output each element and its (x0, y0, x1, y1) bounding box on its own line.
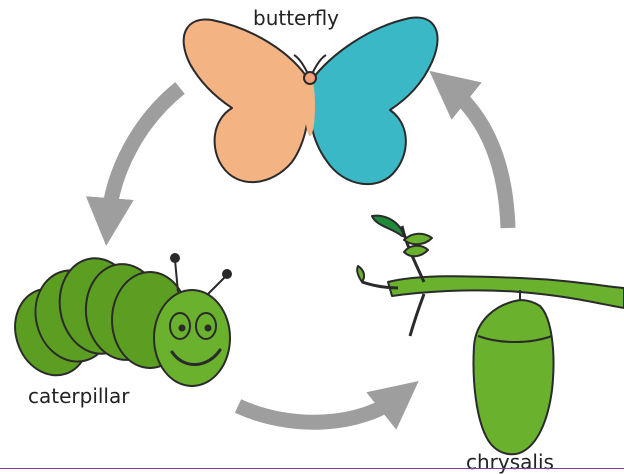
butterfly-head (304, 72, 316, 84)
chrysalis-icon (474, 290, 554, 454)
leaf-small (404, 234, 432, 245)
bottom-rule (0, 468, 624, 469)
chrysalis-body (474, 300, 554, 454)
leaf-small (404, 246, 428, 257)
butterfly-right-wing (310, 17, 437, 184)
butterfly-icon (184, 17, 438, 184)
label-butterfly: butterfly (253, 8, 339, 28)
caterpillar-antenna (206, 276, 226, 296)
arrow-chrysalis-to-butterfly (448, 86, 508, 228)
caterpillar-pupil (205, 325, 212, 332)
label-caterpillar: caterpillar (28, 386, 129, 406)
caterpillar-antenna-tip (223, 270, 231, 278)
leaf-small (357, 266, 364, 282)
arrow-caterpillar-to-chrysalis (238, 396, 400, 422)
caterpillar-head (154, 290, 230, 386)
branch-twig (410, 294, 424, 336)
caterpillar-antenna-tip (171, 254, 179, 262)
arrow-butterfly-to-caterpillar (108, 88, 180, 222)
caterpillar-icon (4, 252, 231, 386)
label-chrysalis: chrysalis (466, 452, 554, 472)
leaf-large (372, 216, 404, 236)
butterfly-left-wing (184, 19, 310, 182)
caterpillar-pupil (179, 325, 186, 332)
